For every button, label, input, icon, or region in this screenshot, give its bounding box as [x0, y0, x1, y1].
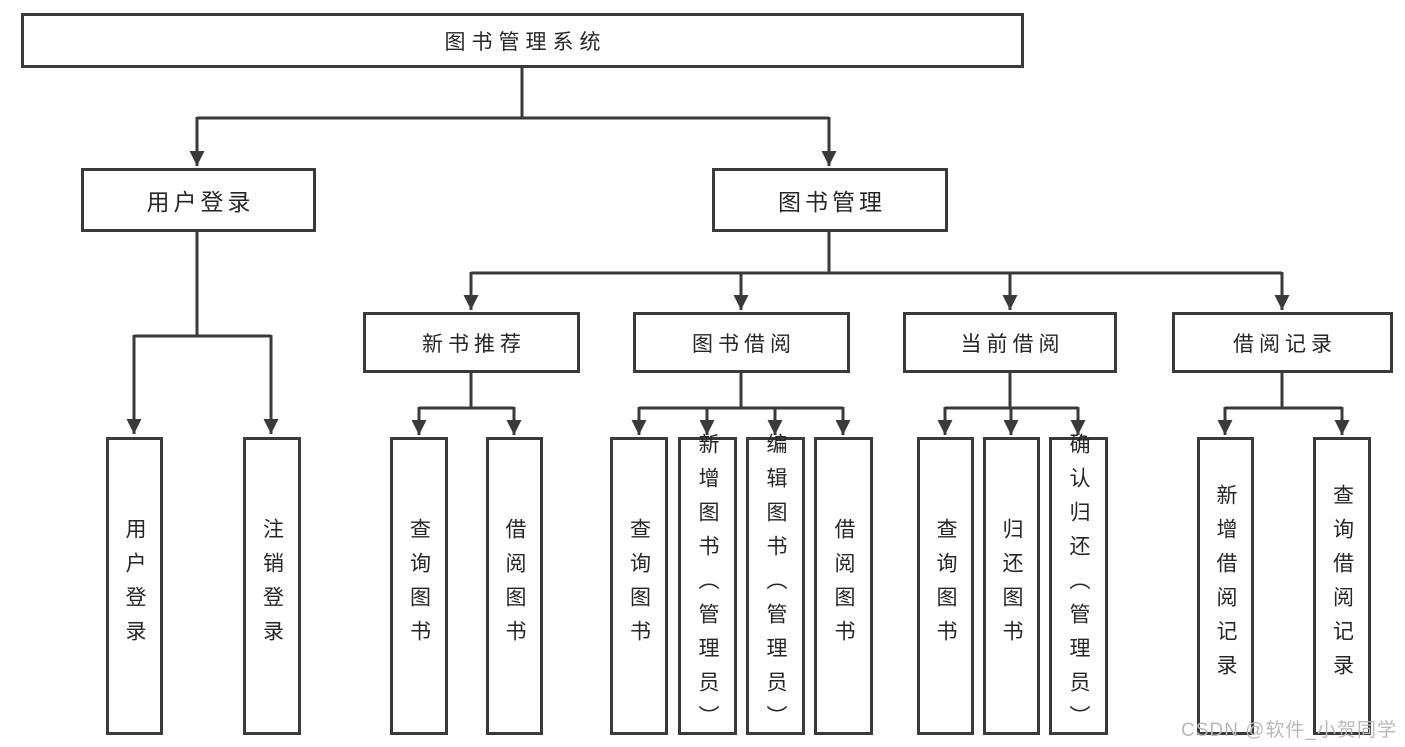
node-leaf-nb-query-label: 查询图书 [407, 518, 431, 654]
node-leaf-cb-confirm: 确认归还（管理员） [1049, 433, 1108, 739]
node-leaf-nb-borrow: 借阅图书 [486, 437, 543, 735]
node-leaf-user-login: 用户登录 [106, 437, 163, 735]
node-new-book-label: 新书推荐 [422, 332, 526, 356]
node-leaf-bb-add-label: 新增图书（管理员） [696, 433, 720, 739]
node-user-login: 用户登录 [81, 168, 316, 232]
node-leaf-cb-query: 查询图书 [917, 437, 974, 735]
node-leaf-cb-query-label: 查询图书 [934, 518, 958, 654]
node-leaf-br-add-label: 新增借阅记录 [1214, 484, 1238, 688]
node-leaf-bb-query-label: 查询图书 [627, 518, 651, 654]
node-book-mgmt-label: 图书管理 [778, 189, 886, 215]
node-leaf-br-query-label: 查询借阅记录 [1330, 484, 1354, 688]
node-leaf-bb-borrow-label: 借阅图书 [832, 518, 856, 654]
watermark: CSDN @软件_小贺同学 [1181, 720, 1397, 741]
node-book-mgmt: 图书管理 [712, 168, 948, 232]
node-leaf-cb-return: 归还图书 [983, 437, 1040, 735]
node-book-borrow: 图书借阅 [633, 312, 850, 373]
node-leaf-logout: 注销登录 [243, 437, 301, 735]
node-new-book: 新书推荐 [363, 312, 580, 373]
node-leaf-bb-edit-label: 编辑图书（管理员） [764, 433, 788, 739]
node-leaf-nb-borrow-label: 借阅图书 [503, 518, 527, 654]
node-current-borrow-label: 当前借阅 [960, 332, 1065, 356]
node-leaf-cb-confirm-label: 确认归还（管理员） [1067, 433, 1091, 739]
node-borrow-record-label: 借阅记录 [1233, 332, 1337, 356]
node-leaf-bb-add: 新增图书（管理员） [678, 433, 737, 739]
node-leaf-logout-label: 注销登录 [260, 518, 284, 654]
node-leaf-br-add: 新增借阅记录 [1197, 437, 1254, 735]
node-leaf-nb-query: 查询图书 [390, 437, 448, 735]
node-root-label: 图书管理系统 [444, 30, 607, 54]
node-leaf-bb-borrow: 借阅图书 [814, 437, 873, 735]
node-borrow-record: 借阅记录 [1172, 312, 1393, 373]
node-book-borrow-label: 图书借阅 [692, 332, 796, 356]
node-leaf-user-login-label: 用户登录 [123, 518, 147, 654]
node-leaf-br-query: 查询借阅记录 [1313, 437, 1371, 735]
node-user-login-label: 用户登录 [146, 189, 255, 215]
node-current-borrow: 当前借阅 [903, 312, 1117, 373]
node-leaf-cb-return-label: 归还图书 [1000, 518, 1024, 654]
node-leaf-bb-query: 查询图书 [610, 437, 668, 735]
node-root: 图书管理系统 [21, 13, 1024, 68]
node-leaf-bb-edit: 编辑图书（管理员） [746, 433, 805, 739]
